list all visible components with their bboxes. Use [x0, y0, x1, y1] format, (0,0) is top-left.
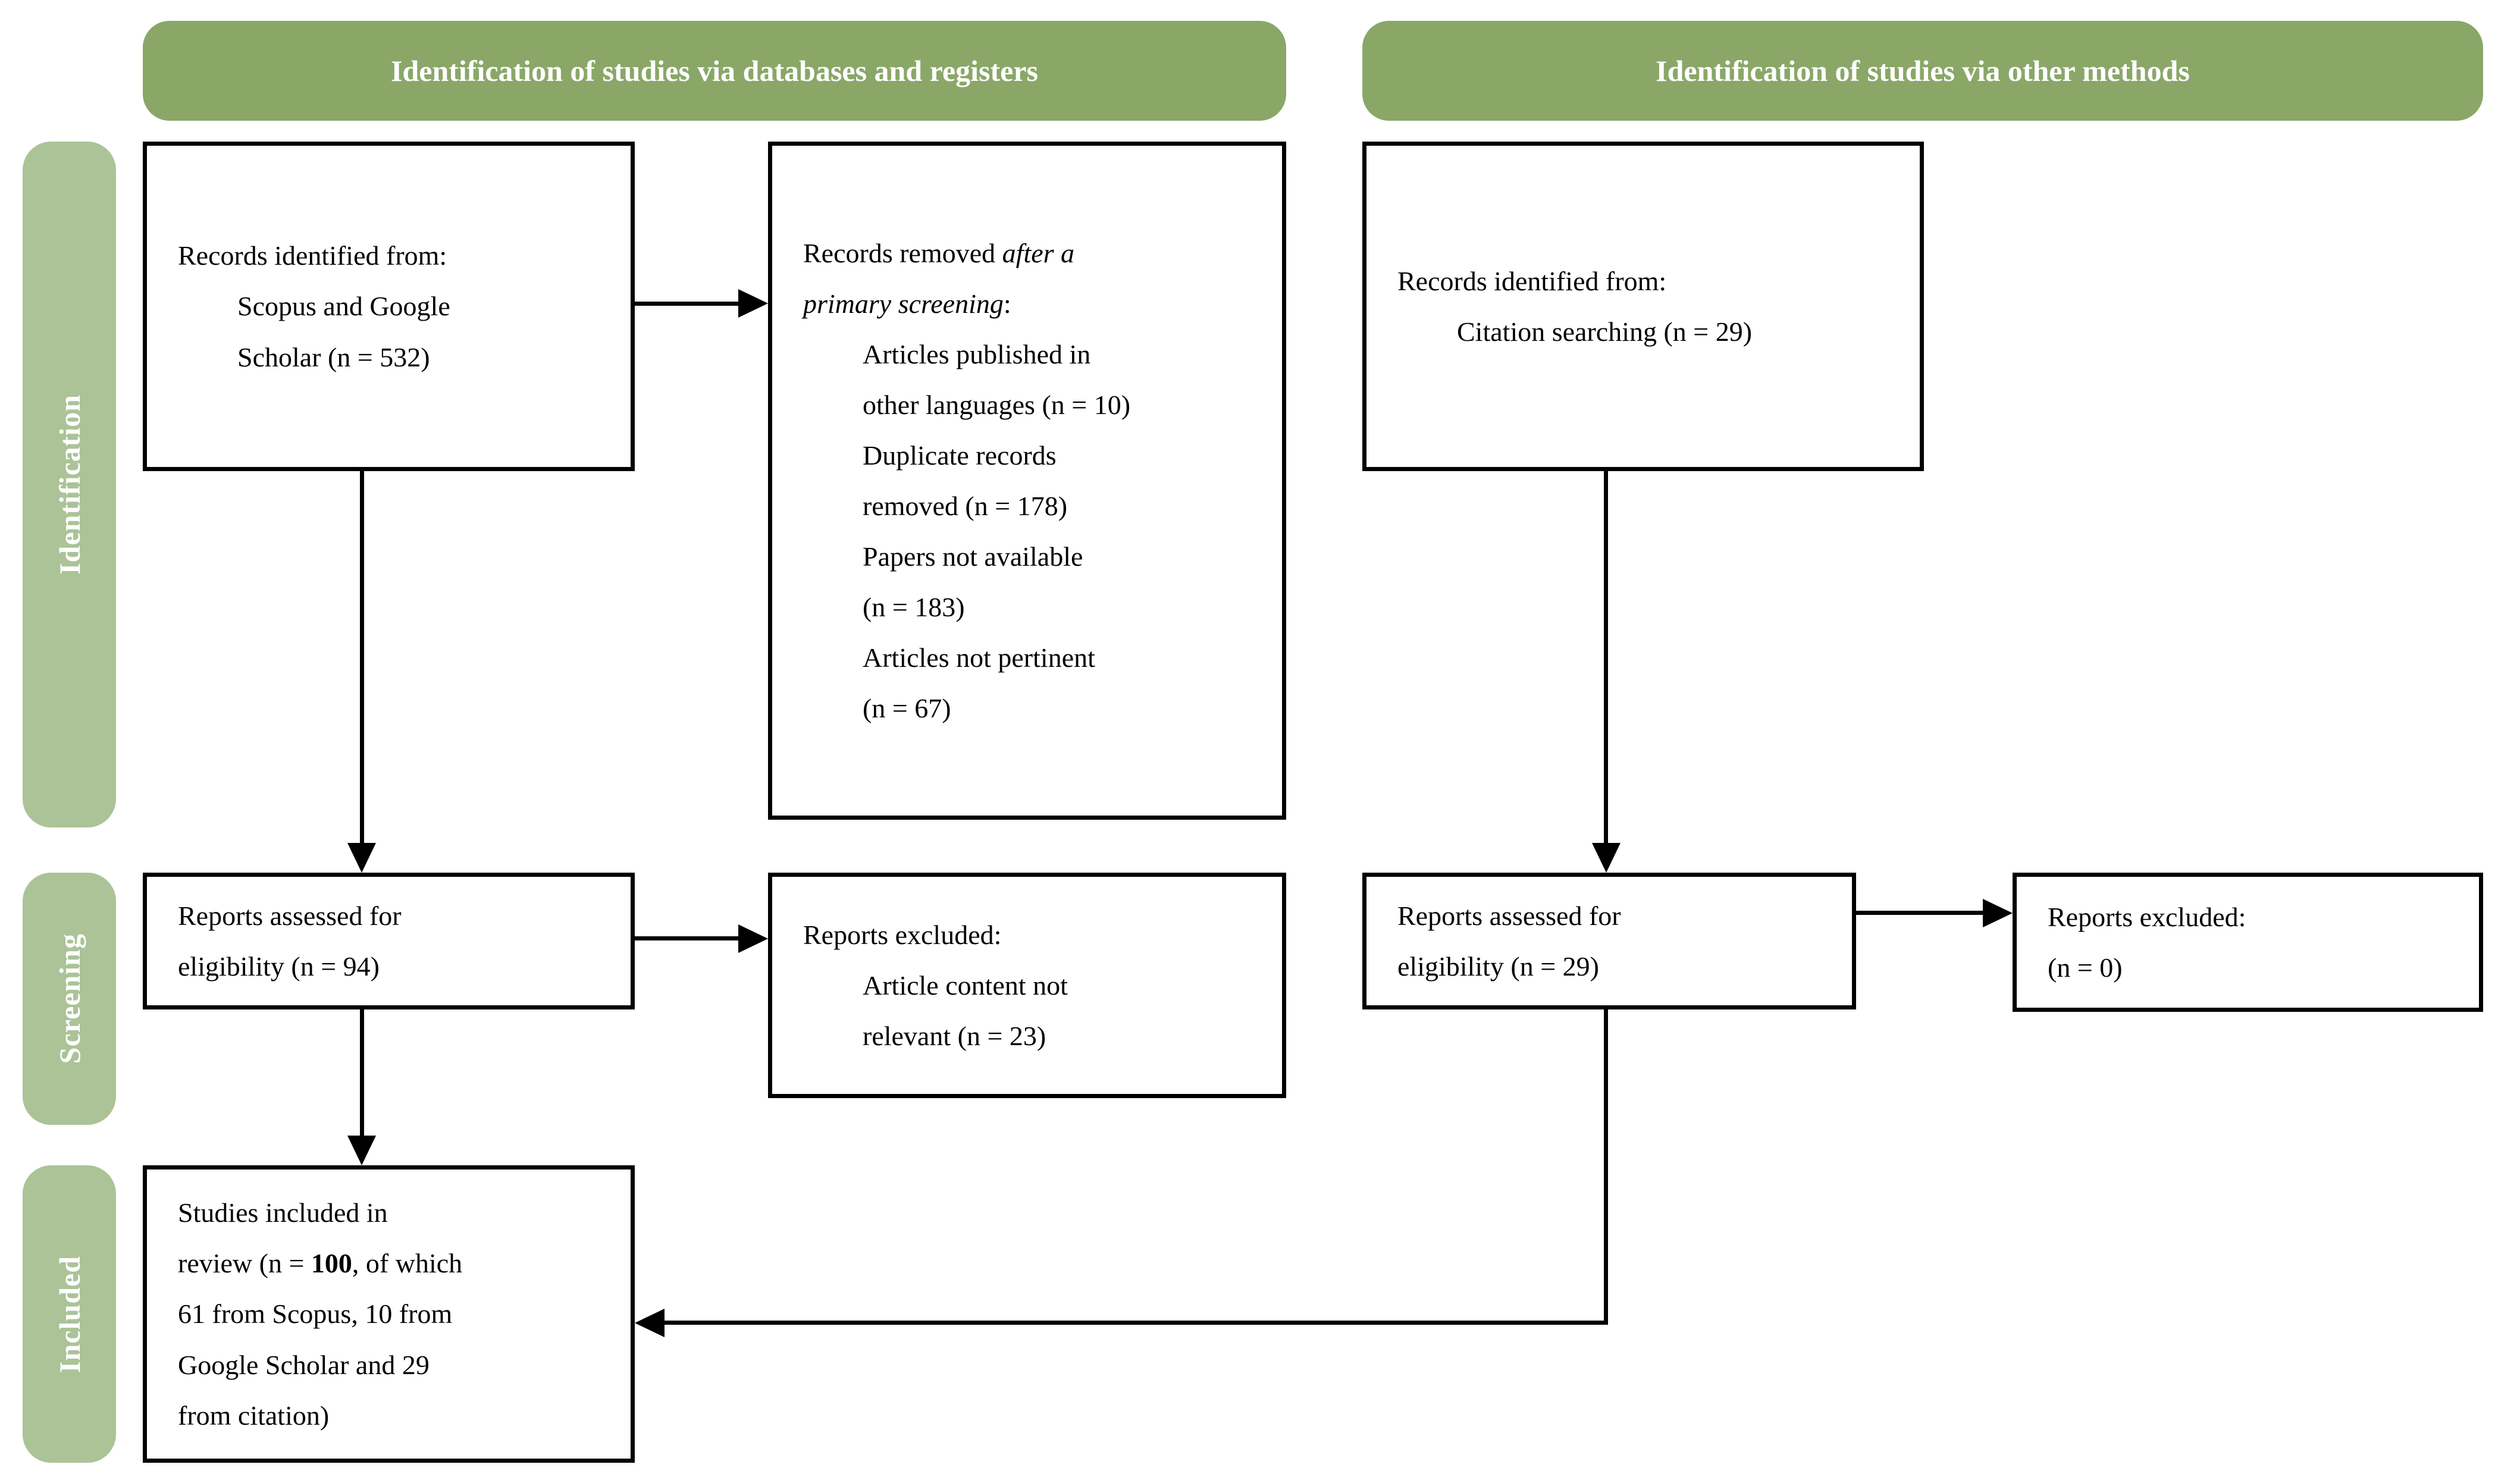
- box-text-line: eligibility (n = 94): [178, 951, 380, 982]
- box-text-line: Citation searching (n = 29): [1457, 316, 1753, 347]
- column-header-other-methods: Identification of studies via other meth…: [1362, 21, 2483, 121]
- box-records-identified-databases: Records identified from: Scopus and Googl…: [143, 142, 635, 471]
- stage-label-screening: Screening: [23, 873, 116, 1125]
- box-text-line: primary screening:: [803, 288, 1011, 319]
- arrow-assessed-db-to-included-line: [360, 1009, 364, 1136]
- box-text-line: Articles not pertinent: [863, 642, 1095, 673]
- box-records-identified-citation: Records identified from: Citation searchi…: [1362, 142, 1924, 471]
- arrow-identified-to-removed-head: [738, 289, 768, 318]
- arrow-identified-to-assessed-db-head: [347, 843, 376, 873]
- column-header-databases: Identification of studies via databases …: [143, 21, 1286, 121]
- arrow-assessed-citation-to-included-hline: [665, 1321, 1608, 1325]
- arrow-identified-to-removed-line: [635, 302, 738, 306]
- box-reports-assessed-databases: Reports assessed for eligibility (n = 94): [143, 873, 635, 1009]
- box-text-line: review (n = 100, of which: [178, 1248, 463, 1279]
- box-text-line: Reports assessed for: [1397, 900, 1621, 931]
- stage-label-included-text: Included: [52, 1255, 86, 1373]
- box-text-line: Studies included in: [178, 1197, 388, 1228]
- box-text-line: Duplicate records: [863, 440, 1057, 471]
- box-studies-included: Studies included in review (n = 100, of w…: [143, 1165, 635, 1463]
- box-reports-excluded-databases: Reports excluded: Article content not rele…: [768, 873, 1286, 1098]
- box-text-line: Scopus and Google: [237, 291, 450, 322]
- arrow-assessed-citation-to-excluded-head: [1983, 899, 2013, 927]
- box-text-line: (n = 67): [863, 693, 951, 724]
- box-text-line: Papers not available: [863, 541, 1083, 572]
- box-text-line: 61 from Scopus, 10 from: [178, 1299, 453, 1330]
- arrow-identified-citation-to-assessed-head: [1592, 843, 1621, 873]
- box-text-line: Reports assessed for: [178, 900, 402, 931]
- arrow-assessed-db-to-excluded-line: [635, 936, 738, 940]
- box-text-line: Reports excluded:: [803, 919, 1002, 950]
- box-text-line: removed (n = 178): [863, 491, 1068, 521]
- box-records-removed-primary-screening: Records removed after a primary screening…: [768, 142, 1286, 820]
- box-text-line: Records removed after a: [803, 237, 1075, 268]
- box-reports-assessed-citation: Reports assessed for eligibility (n = 29): [1362, 873, 1856, 1009]
- box-text-line: other languages (n = 10): [863, 389, 1131, 420]
- box-text-line: from citation): [178, 1400, 330, 1431]
- box-text-line: relevant (n = 23): [863, 1021, 1046, 1052]
- box-text-line: Article content not: [863, 970, 1068, 1001]
- arrow-assessed-citation-to-excluded-line: [1856, 911, 1983, 915]
- arrow-assessed-citation-to-included-head: [635, 1309, 665, 1337]
- box-text-line: (n = 183): [863, 592, 965, 623]
- arrow-identified-to-assessed-db-line: [360, 471, 364, 843]
- arrow-assessed-db-to-included-head: [347, 1136, 376, 1165]
- column-header-other-methods-label: Identification of studies via other meth…: [1656, 54, 2190, 87]
- stage-label-included: Included: [23, 1165, 116, 1463]
- box-text-line: Records identified from:: [178, 240, 447, 271]
- box-reports-excluded-citation: Reports excluded: (n = 0): [2013, 873, 2483, 1012]
- stage-label-screening-text: Screening: [52, 933, 86, 1064]
- box-text-line: Reports excluded:: [2048, 901, 2246, 932]
- arrow-assessed-citation-to-included-vline: [1604, 1009, 1608, 1325]
- box-text-line: Articles published in: [863, 338, 1091, 369]
- box-text-line: Records identified from:: [1397, 265, 1667, 296]
- arrow-identified-citation-to-assessed-line: [1604, 471, 1608, 843]
- arrow-assessed-db-to-excluded-head: [738, 924, 768, 953]
- stage-label-identification: Identification: [23, 142, 116, 827]
- box-text-line: eligibility (n = 29): [1397, 951, 1599, 982]
- box-text-line: Scholar (n = 532): [237, 341, 430, 372]
- box-text-line: (n = 0): [2048, 952, 2123, 983]
- stage-label-identification-text: Identification: [52, 394, 86, 575]
- column-header-databases-label: Identification of studies via databases …: [390, 54, 1038, 87]
- box-text-line: Google Scholar and 29: [178, 1349, 430, 1380]
